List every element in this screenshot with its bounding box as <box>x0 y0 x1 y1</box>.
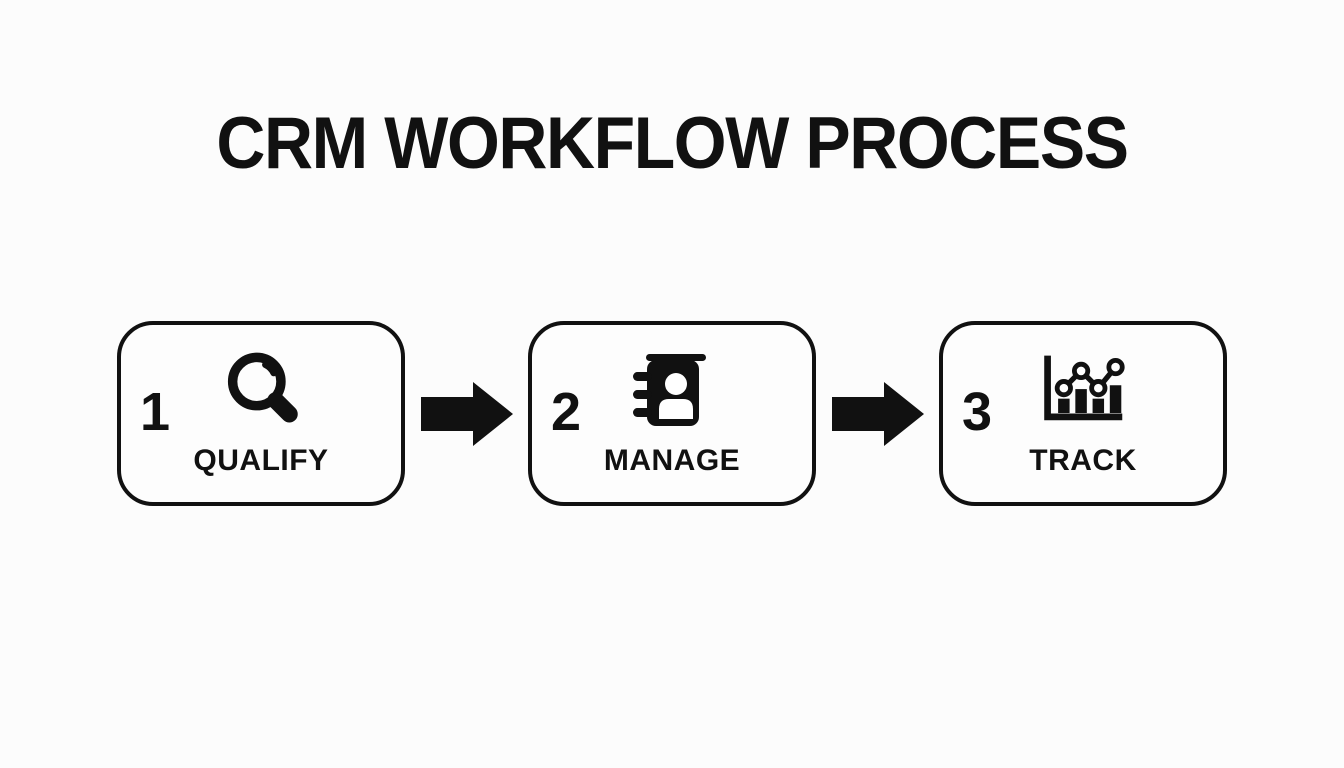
contact-book-icon <box>627 349 717 433</box>
arrow-right-icon <box>831 381 924 446</box>
step-label: QUALIFY <box>193 444 329 477</box>
step-box-qualify: 1 QUALIFY <box>117 321 405 506</box>
step-number: 1 <box>139 381 171 442</box>
step-label: MANAGE <box>603 444 741 477</box>
step-box-track: 3 TRACK <box>939 321 1227 506</box>
magnifier-icon <box>216 349 306 433</box>
bar-line-chart-icon <box>1038 349 1128 433</box>
connector <box>405 321 528 506</box>
step-number: 3 <box>961 381 993 442</box>
step-label: TRACK <box>1029 444 1137 477</box>
step-number: 2 <box>550 381 582 442</box>
arrow-right-icon <box>420 381 513 446</box>
connector <box>816 321 939 506</box>
step-box-manage: 2 MANAGE <box>528 321 816 506</box>
page-title: CRM WORKFLOW PROCESS <box>216 103 1129 184</box>
workflow-steps-row: 1 QUALIFY 2 <box>117 321 1227 506</box>
